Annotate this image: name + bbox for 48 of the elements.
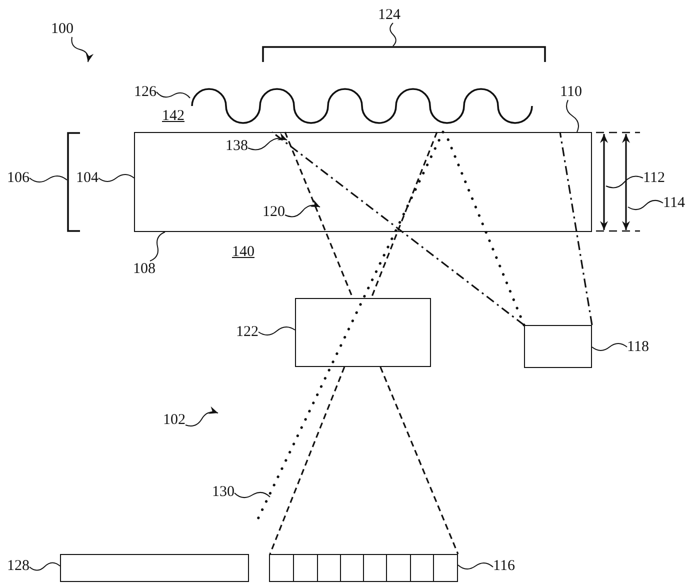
region-label: 142 [162, 108, 184, 124]
reference-numeral: 130 [212, 484, 234, 500]
leader-line [284, 200, 320, 218]
leader-line [258, 326, 296, 336]
reference-numeral: 100 [51, 21, 74, 37]
waveguide-slab [134, 132, 592, 232]
optical-element-box [295, 298, 431, 367]
leader-line [29, 176, 68, 182]
reference-numeral: 108 [133, 261, 156, 277]
leader-line [566, 100, 579, 132]
reference-numeral: 118 [627, 339, 649, 355]
reference-numeral: 138 [226, 138, 248, 154]
leader-line [156, 92, 190, 98]
reference-numeral: 110 [560, 84, 582, 100]
reference-numeral: 114 [663, 195, 685, 211]
reference-numeral: 112 [643, 170, 665, 186]
light-ray [272, 131, 524, 326]
sensor-array [269, 554, 458, 582]
top-bracket [262, 46, 546, 63]
leader-line [150, 232, 166, 262]
leader-line [390, 22, 396, 46]
leader-line [248, 133, 288, 150]
leader-line [29, 562, 60, 571]
light-ray [559, 132, 593, 326]
region-label: 140 [232, 244, 254, 260]
light-source-box [524, 325, 592, 368]
leader-line [592, 343, 628, 351]
leader-line [71, 36, 94, 62]
light-ray [370, 132, 438, 298]
reference-numeral: 104 [76, 170, 98, 186]
light-ray [284, 132, 354, 298]
leader-line [458, 562, 494, 570]
leader-line [98, 174, 134, 182]
reference-numeral: 120 [262, 204, 285, 220]
leader-line [628, 200, 664, 210]
bar-component [60, 554, 249, 582]
leader-line [606, 176, 644, 188]
reference-numeral: 102 [163, 412, 186, 428]
leader-line [234, 492, 270, 498]
reference-numeral: 116 [493, 558, 515, 574]
reference-numeral: 124 [378, 7, 400, 23]
reference-numeral: 128 [7, 558, 30, 574]
reference-numeral: 126 [134, 84, 156, 100]
leader-line [185, 406, 218, 426]
light-ray [380, 366, 459, 554]
reference-numeral: 106 [7, 170, 30, 186]
reference-numeral: 122 [236, 324, 258, 340]
light-ray [269, 366, 346, 554]
